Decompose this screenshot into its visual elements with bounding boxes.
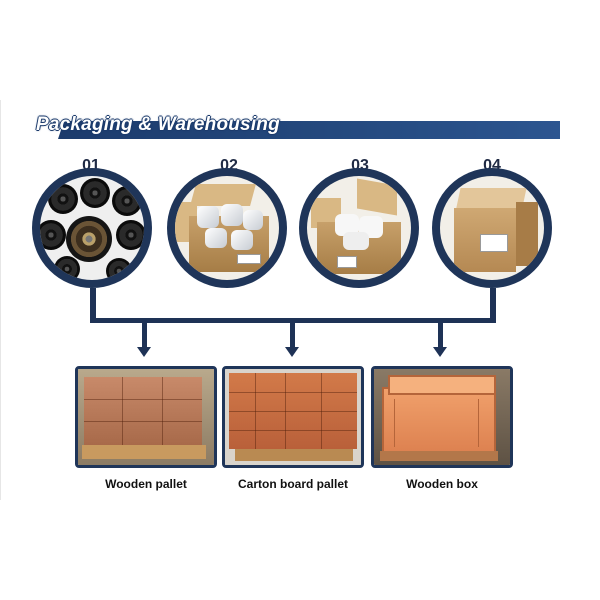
section-banner: Packaging & Warehousing — [30, 114, 560, 139]
step-photo-04 — [432, 168, 552, 288]
open-box-parts-image — [175, 176, 279, 280]
arrow-down-icon — [137, 347, 151, 357]
connector-down-3 — [438, 320, 443, 348]
carton-board-pallet-image — [222, 366, 364, 468]
closed-box-image — [440, 176, 544, 280]
arrow-down-icon — [285, 347, 299, 357]
banner-bar — [58, 121, 560, 139]
arrow-down-icon — [433, 347, 447, 357]
page-edge — [0, 100, 1, 500]
step-photo-01 — [32, 168, 152, 288]
connector-04 — [490, 288, 496, 322]
wooden-pallet-image — [75, 366, 217, 468]
brake-drums-image — [40, 176, 144, 280]
wooden-pallet-label: Wooden pallet — [105, 477, 187, 491]
carton-board-pallet-label: Carton board pallet — [237, 477, 348, 491]
connector-down-2 — [290, 320, 295, 348]
step-photo-02 — [167, 168, 287, 288]
step-photo-03 — [299, 168, 419, 288]
connector-down-1 — [142, 320, 147, 348]
open-box-wrapped-image — [307, 176, 411, 280]
connector-01 — [90, 288, 96, 322]
banner-title: Packaging & Warehousing — [36, 114, 280, 135]
wooden-box-image — [371, 366, 513, 468]
wooden-box-label: Wooden box — [406, 477, 478, 491]
